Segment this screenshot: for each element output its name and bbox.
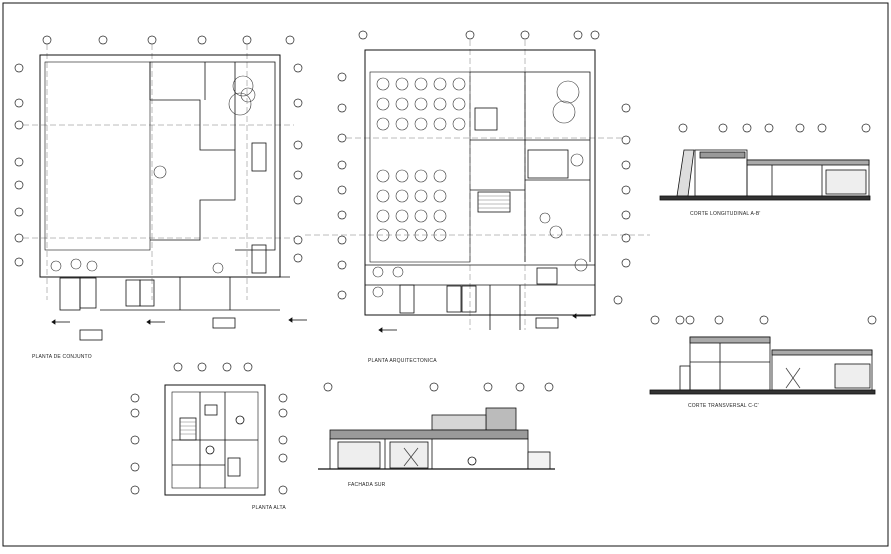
longitudinal-section xyxy=(659,123,871,201)
site-plan xyxy=(14,35,307,341)
arch-plan-grid-bubbles xyxy=(337,30,631,305)
label-upper-floor: PLANTA ALTA xyxy=(252,505,286,511)
label-longitudinal-section: CORTE LONGITUDINAL A-B' xyxy=(690,211,761,217)
site-plan-grid-bubbles xyxy=(14,35,303,267)
label-architectural-plan: PLANTA ARQUITECTONICA xyxy=(368,358,437,364)
dining-tables xyxy=(376,77,466,242)
upper-floor-plan xyxy=(130,362,288,496)
south-facade xyxy=(318,382,555,470)
label-transverse-section: CORTE TRANSVERSAL C-C' xyxy=(688,403,759,409)
transverse-section xyxy=(649,315,877,395)
label-site-plan: PLANTA DE CONJUNTO xyxy=(32,354,92,360)
architectural-plan xyxy=(305,30,650,333)
label-facade: FACHADA SUR xyxy=(348,482,386,488)
sheet-border xyxy=(2,2,889,547)
